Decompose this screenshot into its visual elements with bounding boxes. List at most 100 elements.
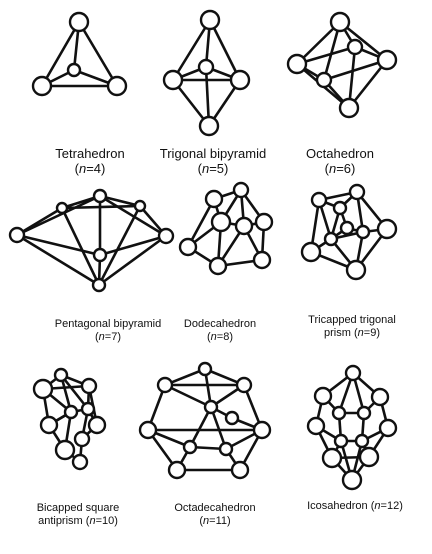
atom-node	[157, 227, 175, 245]
atom-node	[346, 38, 364, 56]
bond-edge	[77, 20, 119, 88]
trigonal-bipyramid-drawing	[162, 9, 251, 137]
atom-node	[345, 259, 367, 281]
atom-node	[356, 405, 372, 421]
atom-node	[378, 418, 398, 438]
atom-node	[234, 216, 254, 236]
atom-node	[204, 189, 224, 209]
atom-node	[73, 430, 91, 448]
bond-edge	[163, 383, 213, 409]
octadecahedron-drawing	[138, 361, 272, 480]
label-octadecahedron: Octadecahedron (n=11)	[174, 502, 256, 527]
atom-node	[306, 416, 326, 436]
atom-node	[252, 250, 272, 270]
atom-node	[235, 376, 253, 394]
atom-node	[156, 376, 174, 394]
label-pentagonal-bipyramid: Pentagonal bipyramid (n=7)	[54, 318, 162, 343]
atom-node	[87, 415, 107, 435]
atom-node	[338, 97, 360, 119]
atom-node	[286, 53, 308, 75]
tetrahedron-drawing	[31, 11, 128, 97]
bond-edge	[15, 194, 102, 237]
atom-node	[310, 191, 328, 209]
bicapped-square-antiprism-drawing	[32, 367, 107, 471]
atom-node	[55, 201, 69, 215]
atom-node	[167, 460, 187, 480]
bond-edge	[40, 20, 81, 88]
bond-edge	[60, 204, 142, 210]
bond-edge	[59, 373, 90, 411]
atom-node	[218, 441, 234, 457]
atom-node	[80, 377, 98, 395]
bond-edge	[15, 233, 102, 257]
atom-node	[313, 386, 333, 406]
atom-node	[354, 433, 370, 449]
bond-edge	[97, 204, 142, 287]
bond-edge	[15, 233, 101, 287]
atom-node	[91, 277, 107, 293]
atom-node	[106, 75, 128, 97]
atom-node	[348, 183, 366, 201]
atom-node	[178, 237, 198, 257]
bond-edge	[322, 58, 389, 82]
atom-node	[197, 361, 213, 377]
atom-node	[376, 49, 398, 71]
bond-edge	[347, 58, 389, 110]
atom-node	[321, 447, 343, 469]
atom-node	[138, 420, 158, 440]
atom-node	[198, 115, 220, 137]
atom-node	[341, 469, 363, 491]
atom-node	[32, 378, 54, 400]
atom-node	[329, 11, 351, 33]
tricapped-trigonal-prism-drawing	[300, 183, 398, 281]
label-bicapped-square-antiprism: Bicapped square antiprism (n=10)	[36, 502, 120, 527]
atom-node	[300, 241, 322, 263]
atom-node	[333, 433, 349, 449]
atom-node	[182, 439, 198, 455]
atom-node	[133, 199, 147, 213]
atom-node	[232, 181, 250, 199]
icosahedron-drawing	[306, 364, 398, 491]
atom-node	[199, 9, 221, 31]
bond-edge	[171, 18, 212, 82]
atom-node	[331, 405, 347, 421]
atom-node	[315, 71, 333, 89]
label-tricapped-trigonal-prism: Tricapped trigonal prism (n=9)	[308, 314, 396, 339]
atom-node	[92, 247, 108, 263]
bond-edge	[347, 45, 357, 110]
atom-node	[197, 58, 215, 76]
atom-node	[229, 69, 251, 91]
atom-node	[92, 188, 108, 204]
atom-node	[376, 218, 398, 240]
label-dodecahedron: Dodecahedron (n=8)	[183, 318, 257, 343]
label-octahedron: Octahedron (n=6)	[306, 146, 374, 177]
atom-node	[254, 212, 274, 232]
atom-node	[323, 231, 339, 247]
atom-node	[63, 404, 79, 420]
bond-edge	[208, 18, 242, 82]
atom-node	[39, 415, 59, 435]
atom-node	[66, 62, 82, 78]
atom-node	[53, 367, 69, 383]
bond-edge	[15, 206, 64, 237]
atom-node	[230, 460, 250, 480]
label-icosahedron: Icosahedron (n=12)	[307, 500, 403, 512]
bond-edge	[97, 234, 168, 287]
atom-node	[8, 226, 26, 244]
atom-node	[80, 401, 96, 417]
atom-node	[355, 224, 371, 240]
atom-node	[332, 200, 348, 216]
bond-edge	[98, 194, 168, 238]
atom-node	[210, 211, 232, 233]
atom-node	[224, 410, 240, 426]
atom-node	[252, 420, 272, 440]
dodecahedron-drawing	[178, 181, 274, 276]
atom-node	[208, 256, 228, 276]
atom-node	[162, 69, 184, 91]
bond-edge	[98, 234, 168, 257]
atom-node	[339, 220, 355, 236]
bond-edge	[209, 405, 228, 451]
label-trigonal-bipyramid: Trigonal bipyramid (n=5)	[159, 146, 267, 177]
